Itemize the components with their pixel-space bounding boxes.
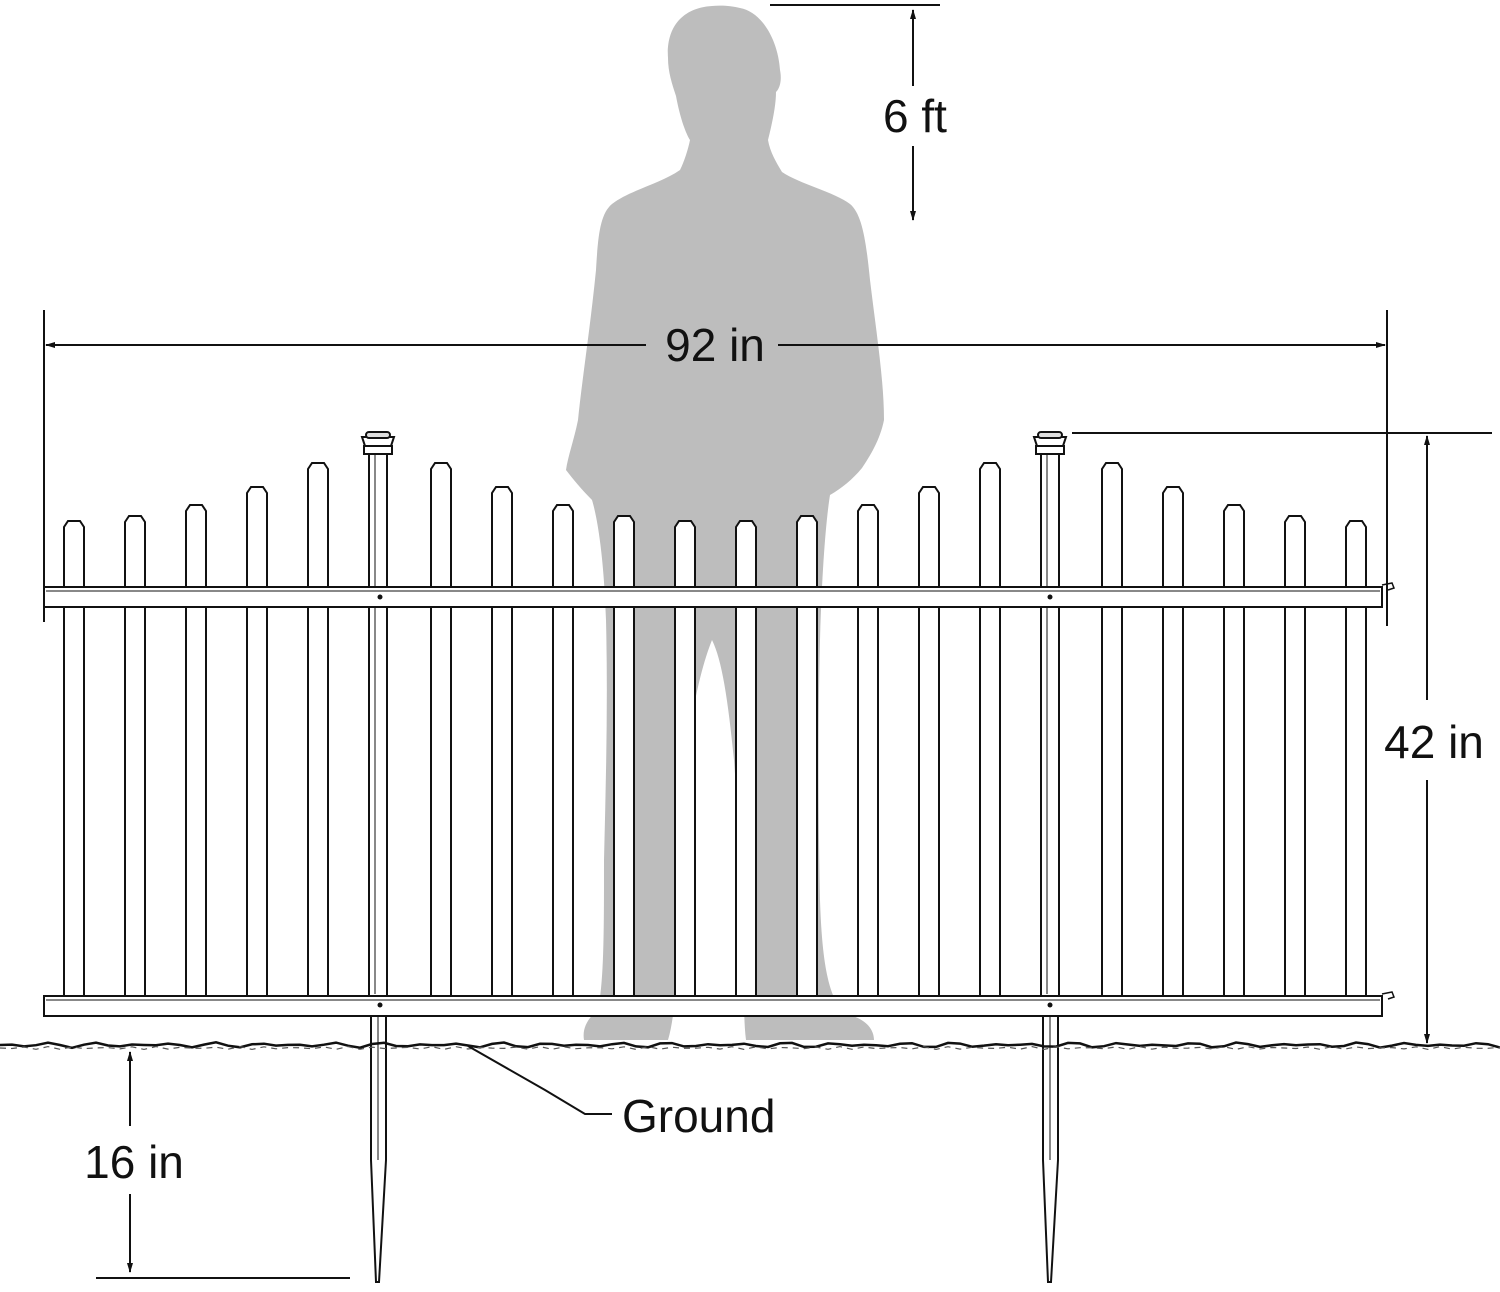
fence-picket <box>185 504 207 996</box>
fence-picket <box>430 462 452 996</box>
post-cap-base <box>1035 445 1065 455</box>
post-body <box>1040 449 1060 997</box>
post-cap-finial <box>365 431 391 439</box>
post-cap-finial <box>1037 431 1063 439</box>
fence-picket <box>1101 462 1123 996</box>
top-rail <box>43 586 1383 608</box>
top-rail-screw-right <box>1047 594 1053 600</box>
person-height-label: 6 ft <box>883 90 947 142</box>
fence-rails <box>43 582 1395 1017</box>
fence-picket <box>491 486 513 996</box>
fence-picket <box>857 504 879 996</box>
bottom-rail-connector <box>1381 991 1395 1000</box>
ground-leader-line <box>467 1045 612 1115</box>
fence-picket <box>918 486 940 996</box>
fence-width-label: 92 in <box>665 319 765 371</box>
fence-picket <box>1162 486 1184 996</box>
fence-height-label: 42 in <box>1384 716 1484 768</box>
fence-picket <box>979 462 1001 996</box>
left-post <box>360 431 396 1283</box>
bottom-rail <box>43 995 1383 1017</box>
fence-picket <box>1223 504 1245 996</box>
ground-label: Ground <box>622 1090 775 1142</box>
bottom-rail-screw-right <box>1047 1002 1053 1008</box>
ground-line <box>0 1041 1500 1051</box>
fence-picket <box>246 486 268 996</box>
post-body <box>368 449 388 997</box>
right-post <box>1032 431 1068 1283</box>
post-cap-base <box>363 445 393 455</box>
fence-picket <box>552 504 574 996</box>
stake-depth-label: 16 in <box>84 1136 184 1188</box>
fence-picket <box>307 462 329 996</box>
top-rail-connector <box>1381 582 1395 591</box>
post-cap-top <box>360 436 396 447</box>
bottom-rail-screw-left <box>377 1002 383 1008</box>
post-cap-top <box>1032 436 1068 447</box>
top-rail-screw-left <box>377 594 383 600</box>
